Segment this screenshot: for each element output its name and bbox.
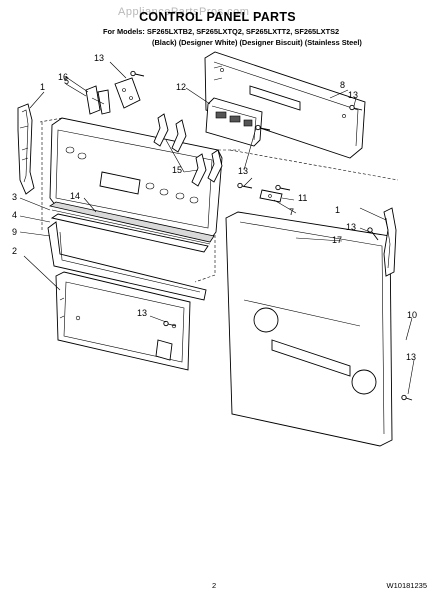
callout-1-right: 1 bbox=[335, 205, 340, 215]
callout-10: 10 bbox=[407, 310, 417, 320]
callout-11: 11 bbox=[298, 193, 307, 203]
callout-labels: 1 13 5 16 12 8 13 15 13 11 7 3 4 14 9 2 … bbox=[12, 53, 417, 362]
part-end-cap-right bbox=[383, 207, 397, 277]
part-rubber-clips bbox=[153, 113, 223, 187]
callout-15: 15 bbox=[172, 165, 182, 175]
part-clip bbox=[85, 85, 111, 115]
callout-12: 12 bbox=[176, 82, 186, 92]
callout-4: 4 bbox=[12, 210, 17, 220]
leader-lines bbox=[19, 61, 415, 395]
part-panel-rail bbox=[47, 213, 209, 301]
page-title: CONTROL PANEL PARTS bbox=[139, 10, 296, 24]
callout-13-lower-right: 13 bbox=[406, 352, 416, 362]
callout-13-right-top: 13 bbox=[348, 90, 358, 100]
callout-1-left: 1 bbox=[40, 82, 45, 92]
callout-13-right: 13 bbox=[346, 222, 356, 232]
callout-17: 17 bbox=[332, 235, 342, 245]
finishes-line: (Black) (Designer White) (Designer Biscu… bbox=[152, 38, 362, 47]
document-number: W10181235 bbox=[386, 581, 427, 590]
part-switch bbox=[259, 189, 283, 203]
callout-9: 9 bbox=[12, 227, 17, 237]
callout-3: 3 bbox=[12, 192, 17, 202]
screw-group bbox=[130, 70, 413, 401]
page-number: 2 bbox=[212, 581, 217, 590]
part-electronic-control bbox=[205, 97, 263, 147]
part-oven-panel bbox=[225, 211, 393, 447]
callout-13-bottom: 13 bbox=[137, 308, 147, 318]
callout-8: 8 bbox=[340, 80, 345, 90]
models-line: For Models: SF265LXTB2, SF265LXTQ2, SF26… bbox=[103, 27, 340, 36]
callout-14: 14 bbox=[70, 191, 80, 201]
watermark: AppliancePartsPros.com bbox=[118, 6, 250, 18]
callout-2: 2 bbox=[12, 246, 17, 256]
part-bracket bbox=[114, 77, 141, 109]
callout-16: 16 bbox=[58, 72, 68, 82]
part-access-panel bbox=[55, 271, 191, 371]
callout-13-top: 13 bbox=[94, 53, 104, 63]
callout-13-middle: 13 bbox=[238, 166, 248, 176]
part-rear-panel bbox=[204, 51, 366, 159]
callout-5: 5 bbox=[64, 76, 69, 86]
part-end-cap-left bbox=[17, 103, 35, 195]
callout-7: 7 bbox=[289, 207, 294, 217]
part-trim-strip bbox=[49, 201, 215, 245]
